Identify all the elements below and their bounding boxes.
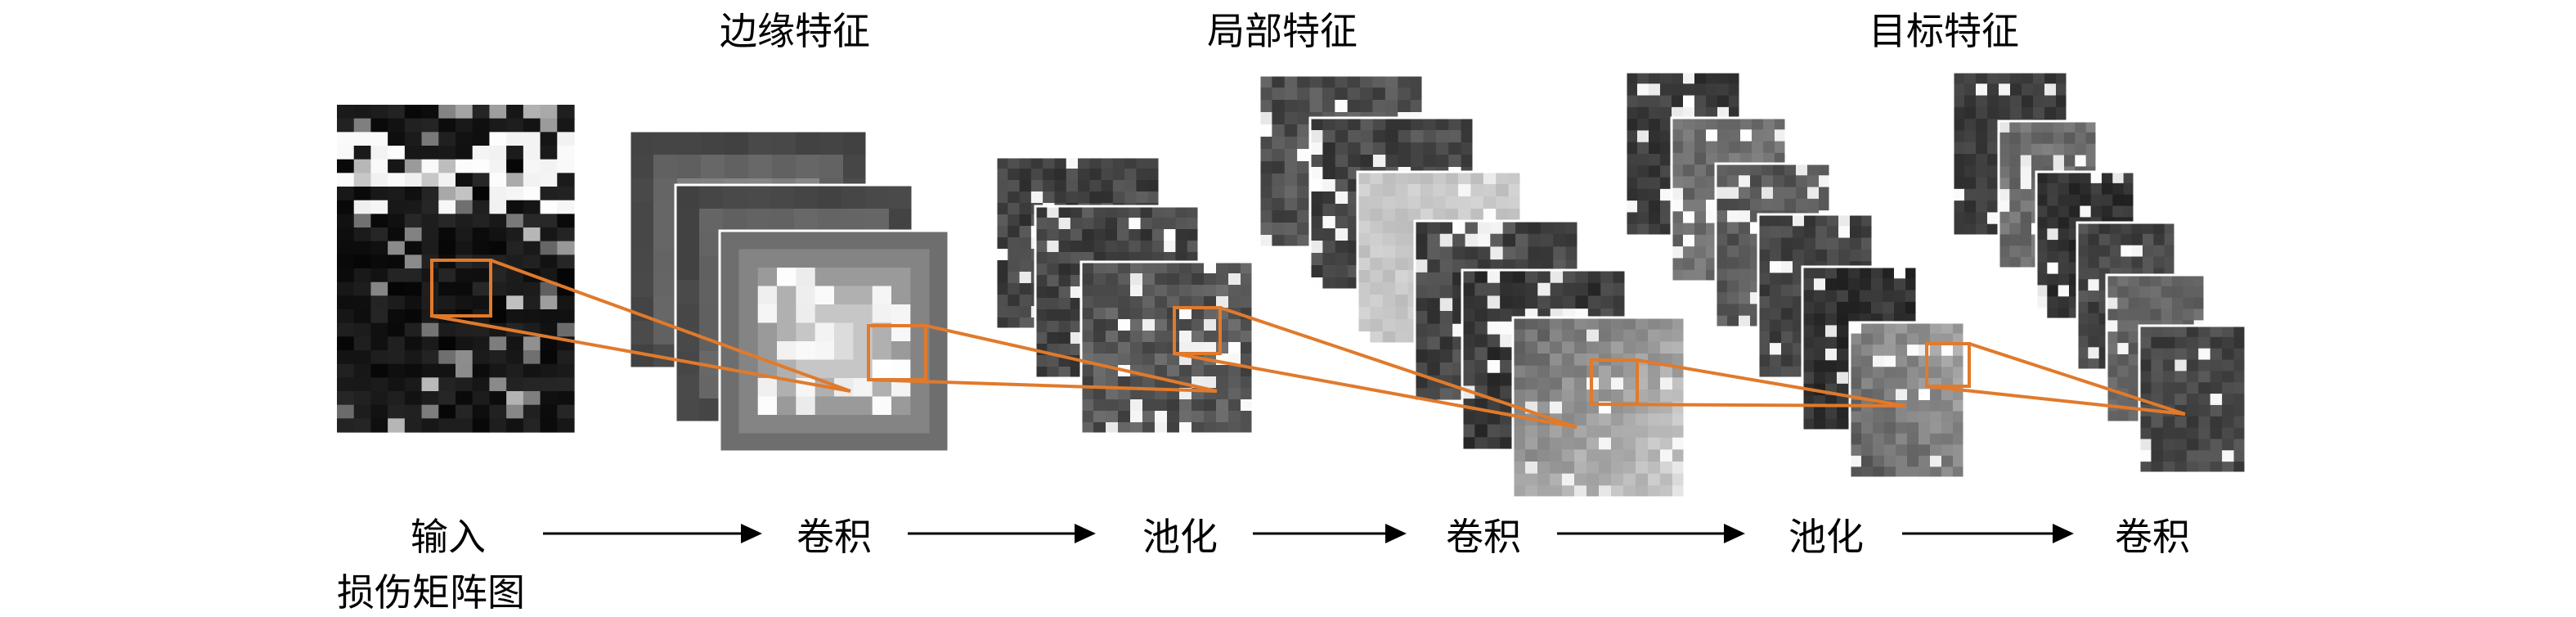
projection-line-4a <box>1636 358 1906 408</box>
input-damage-matrix <box>337 105 575 433</box>
label-input: 输入 <box>411 515 486 559</box>
projection-line-2a <box>925 324 1218 393</box>
receptive-box-input <box>430 259 492 318</box>
receptive-box-pool1 <box>1173 306 1222 355</box>
flow-arrow-3-head <box>1385 524 1407 543</box>
title-target-features: 目标特征 <box>1869 9 2019 53</box>
label-conv-3: 卷积 <box>2115 515 2190 559</box>
flow-arrow-5-head <box>2053 524 2074 543</box>
title-local-features: 局部特征 <box>1207 9 1358 53</box>
label-pool-2: 池化 <box>1788 515 1864 559</box>
title-edge-features: 边缘特征 <box>720 9 870 53</box>
projection-line-5b <box>1926 385 2186 416</box>
pool2-map-6 <box>1848 321 1966 480</box>
flow-arrow-4-head <box>1724 524 1745 543</box>
projection-line-2b <box>868 378 1218 393</box>
label-input-matrix: 损伤矩阵图 <box>337 570 525 615</box>
projection-line-1b <box>431 314 851 393</box>
projection-line-5a <box>1968 342 2186 416</box>
label-pool-1: 池化 <box>1142 515 1218 559</box>
projection-line-3a <box>1219 306 1577 429</box>
flow-arrow-2-head <box>1075 524 1096 543</box>
conv1-map-front <box>718 229 950 453</box>
flow-arrow-1-head <box>741 524 762 543</box>
pool1-map-front <box>1079 260 1254 435</box>
projection-line-3b <box>1174 352 1577 429</box>
label-conv-1: 卷积 <box>797 515 872 559</box>
projection-line-4b <box>1591 403 1906 408</box>
label-conv-2: 卷积 <box>1446 515 1521 559</box>
conv2-map-6 <box>1511 316 1686 499</box>
projection-line-1a <box>490 259 851 393</box>
receptive-box-pool2 <box>1925 342 1971 388</box>
conv3-map-6 <box>2138 324 2247 475</box>
